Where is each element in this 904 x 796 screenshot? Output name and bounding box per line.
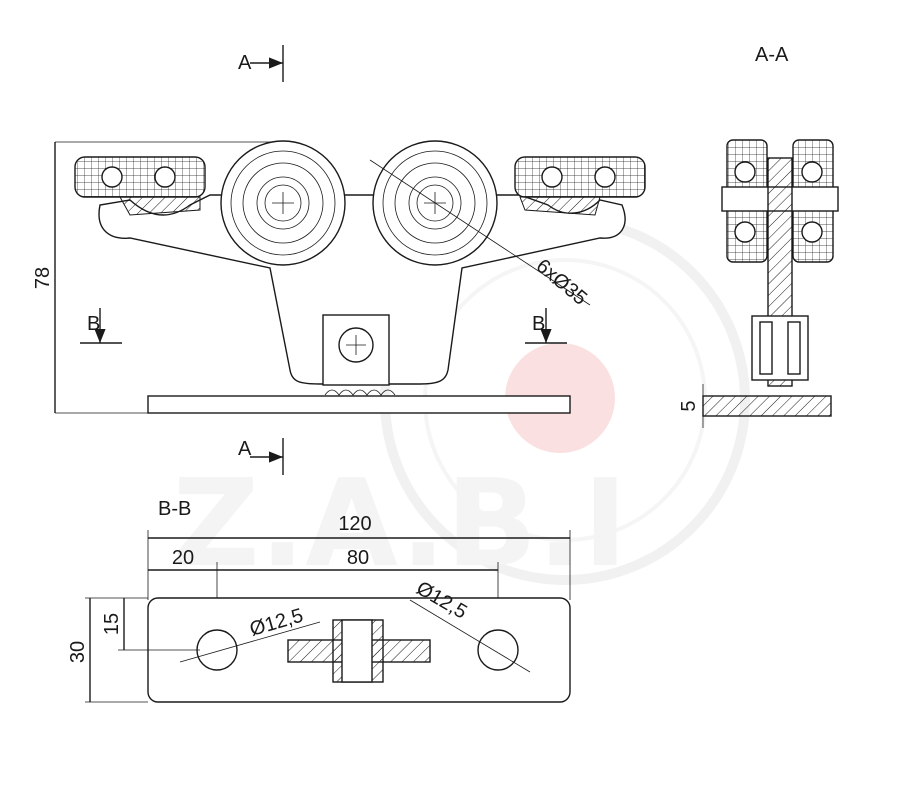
section-aa-view: A-A 5: [678, 44, 839, 428]
wheel-left: [220, 140, 346, 266]
watermark: Z.A.B.I: [173, 215, 750, 594]
dim-wheels: 6xØ35: [532, 255, 591, 310]
bb-hole-right: [477, 629, 519, 671]
section-b-right-label: B: [532, 313, 545, 335]
dim-plate-thickness: 5: [678, 400, 700, 411]
view-bb-label: B-B: [158, 498, 191, 520]
section-a-top-label: A: [238, 52, 252, 74]
dim-overall-length: 120: [338, 513, 371, 535]
front-view: A A B B 78: [32, 45, 646, 475]
dim-edge-offset: 20: [172, 547, 194, 569]
view-aa-label: A-A: [755, 44, 789, 66]
dim-height-78: 78: [32, 267, 54, 289]
section-a-bottom-label: A: [238, 438, 252, 460]
base-plate: [147, 395, 571, 414]
aa-base-plate: [702, 395, 832, 417]
watermark-text: Z.A.B.I: [173, 455, 628, 594]
bearing-housing-left: [74, 156, 206, 198]
dim-plate-width: 30: [67, 641, 89, 663]
section-b-left-label: B: [87, 313, 100, 335]
bearing-housing-right: [514, 156, 646, 198]
dim-hole-offset-vertical: 15: [101, 613, 123, 635]
dim-hole-spacing: 80: [347, 547, 369, 569]
bb-hole-left: [196, 629, 238, 671]
